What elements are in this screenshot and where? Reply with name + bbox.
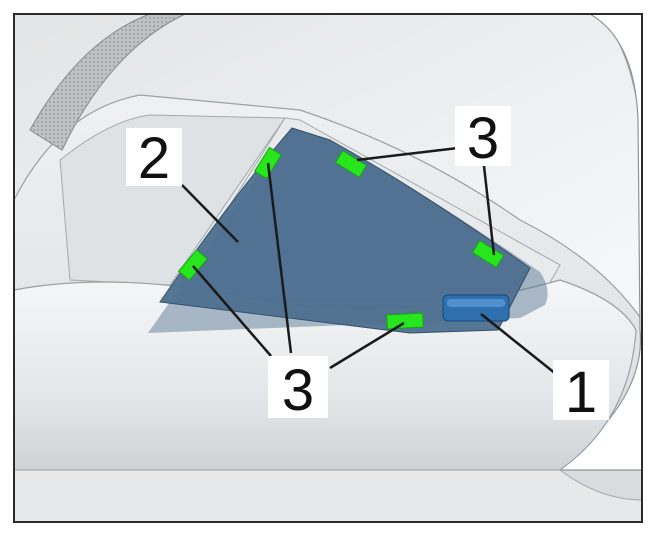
callout-box-1	[553, 360, 609, 420]
callout-box-2	[126, 128, 182, 186]
leader-3-top-a	[356, 146, 459, 162]
clip-marker-icon	[386, 312, 424, 330]
trim-cover-highlight	[159, 127, 531, 334]
clip-marker-icon	[471, 239, 505, 269]
leader-3-bottom-c	[329, 321, 405, 370]
leader-3-bottom-b	[266, 162, 293, 354]
callout-box-3-bottom	[268, 356, 328, 418]
figure-border	[13, 13, 643, 523]
leader-3-top-b	[482, 165, 496, 256]
recess-left	[59, 114, 286, 286]
callout-1: 1	[565, 360, 597, 425]
lower-panel	[13, 469, 643, 523]
callout-2: 2	[138, 126, 170, 191]
callout-3-top: 3	[467, 106, 499, 171]
callout-box-3-top	[455, 106, 511, 166]
leader-3-bottom-a	[192, 265, 272, 357]
callout-3-bottom: 3	[282, 358, 314, 423]
leader-lines	[181, 146, 557, 375]
leader-2	[181, 184, 239, 243]
trim-cover-part-icon	[442, 294, 510, 322]
leader-1	[480, 313, 557, 375]
clip-marker-icon	[334, 149, 368, 179]
clip-marker-icon	[177, 249, 209, 281]
